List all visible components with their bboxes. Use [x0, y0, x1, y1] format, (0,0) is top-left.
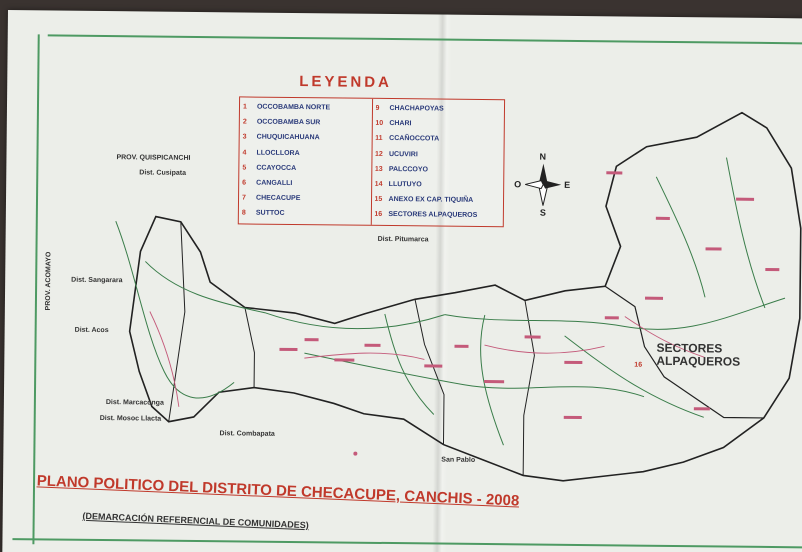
compass-o: O [514, 179, 522, 190]
label-dist-pitumarca: Dist. Pitumarca [377, 235, 429, 244]
label-sector-number: 16 [634, 361, 643, 369]
district-boundary [128, 111, 802, 482]
label-dist-acos: Dist. Acos [74, 326, 109, 335]
sector-boundary [604, 285, 764, 419]
label-san-pablo: San Pablo [441, 456, 476, 464]
internal-boundary [168, 221, 186, 422]
label-dist-sangarara: Dist. Sangarara [71, 276, 123, 285]
roads [149, 311, 705, 407]
rivers [115, 157, 786, 446]
town-marker [353, 451, 358, 456]
compass-n: N [539, 151, 547, 162]
label-dist-mosoc-llacta: Dist. Mosoc Llacta [99, 414, 162, 423]
legend-title: LEYENDA [299, 73, 393, 92]
label-prov-acomayo: PROV. ACOMAYO [44, 251, 53, 311]
label-dist-cusipata: Dist. Cusipata [139, 169, 187, 177]
label-sectores-alpaqueros: SECTORES ALPAQUEROS [656, 340, 741, 369]
compass-rose: N S E O [514, 151, 573, 218]
internal-boundary [414, 299, 445, 445]
internal-boundary [244, 307, 255, 388]
label-prov-quispicanchi: PROV. QUISPICANCHI [116, 154, 191, 162]
district-map [115, 111, 802, 482]
community-markers [279, 171, 780, 420]
internal-boundary [522, 300, 535, 476]
label-dist-combapata: Dist. Combapata [219, 430, 275, 438]
compass-icon [525, 163, 562, 206]
compass-s: S [539, 207, 546, 218]
compass-e: E [564, 179, 571, 190]
label-dist-marcaconga: Dist. Marcaconga [105, 399, 164, 407]
